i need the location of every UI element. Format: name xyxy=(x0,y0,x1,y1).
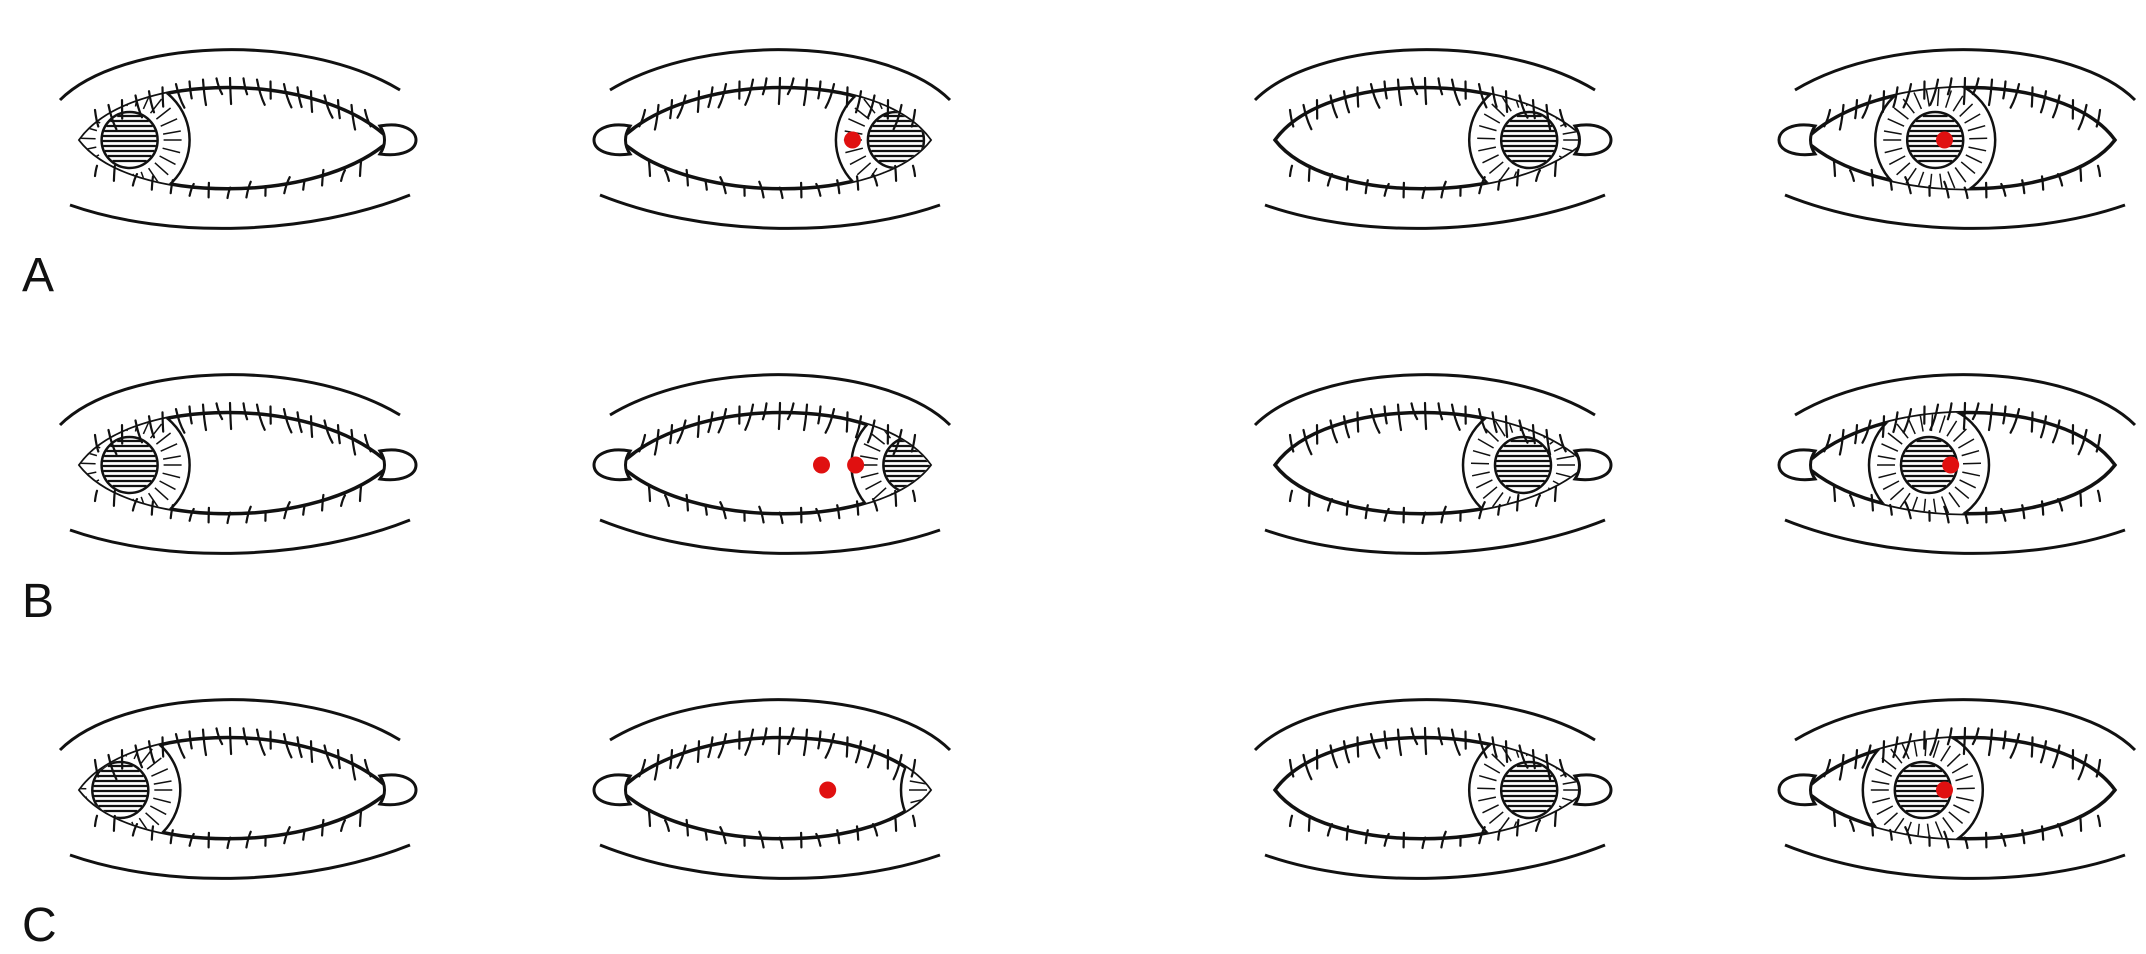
eye-panel-b-2 xyxy=(594,375,971,554)
lower-lid-crease xyxy=(70,845,410,878)
pupil-hatching xyxy=(934,766,988,811)
eye-panel-a-4 xyxy=(1779,50,2135,229)
lower-lid-crease xyxy=(70,520,410,553)
caruncle xyxy=(594,775,630,805)
caruncle xyxy=(380,775,416,805)
eye-panel-a-1 xyxy=(60,50,416,229)
eye-panel-a-3 xyxy=(1255,50,1611,229)
caruncle xyxy=(594,450,630,480)
eye-panel-c-3 xyxy=(1255,700,1611,879)
lower-lid-crease xyxy=(1265,195,1605,228)
eye-panel-b-1 xyxy=(60,375,416,554)
lower-lid-crease xyxy=(1785,195,2125,228)
pupil xyxy=(933,762,989,818)
eye-panel-b-3 xyxy=(1255,375,1611,554)
eye-panel-c-4 xyxy=(1779,700,2135,879)
lower-lid-crease xyxy=(600,520,940,553)
caruncle xyxy=(1779,450,1815,480)
lower-lid-crease xyxy=(1265,845,1605,878)
eye-panel-c-2 xyxy=(594,700,1021,879)
lower-lid-crease xyxy=(1265,520,1605,553)
caruncle xyxy=(380,125,416,155)
caruncle xyxy=(1779,125,1815,155)
caruncle xyxy=(1575,125,1611,155)
iris-texture xyxy=(909,738,1013,842)
lower-lid-crease xyxy=(1785,520,2125,553)
caruncle xyxy=(1575,450,1611,480)
eye-panel-b-4 xyxy=(1779,375,2135,554)
caruncle xyxy=(1779,775,1815,805)
lower-lid-crease xyxy=(70,195,410,228)
eye-panel-a-2 xyxy=(594,50,956,229)
fixation-marker xyxy=(1936,132,1953,149)
fixation-marker xyxy=(813,457,830,474)
caruncle xyxy=(380,450,416,480)
lower-lid-crease xyxy=(600,195,940,228)
caruncle xyxy=(1575,775,1611,805)
caruncle xyxy=(594,125,630,155)
lower-lid-crease xyxy=(600,845,940,878)
fixation-marker xyxy=(819,782,836,799)
fixation-marker xyxy=(1942,457,1959,474)
eye-panel-c-1 xyxy=(60,700,416,879)
lower-lid-crease xyxy=(1785,845,2125,878)
fixation-marker xyxy=(847,457,864,474)
fixation-marker xyxy=(844,132,861,149)
fixation-marker xyxy=(1936,782,1953,799)
